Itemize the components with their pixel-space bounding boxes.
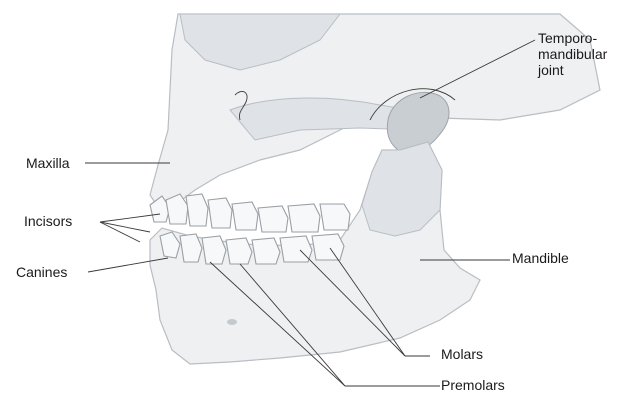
label-maxilla: Maxilla xyxy=(26,155,70,171)
label-tmj: Temporo- mandibular joint xyxy=(538,30,607,78)
upper-teeth xyxy=(150,194,350,232)
mental-foramen xyxy=(227,319,237,325)
label-molars: Molars xyxy=(441,346,483,362)
label-incisors: Incisors xyxy=(24,213,72,229)
label-premolars: Premolars xyxy=(441,377,505,393)
label-mandible: Mandible xyxy=(512,250,569,266)
label-canines: Canines xyxy=(16,264,67,280)
